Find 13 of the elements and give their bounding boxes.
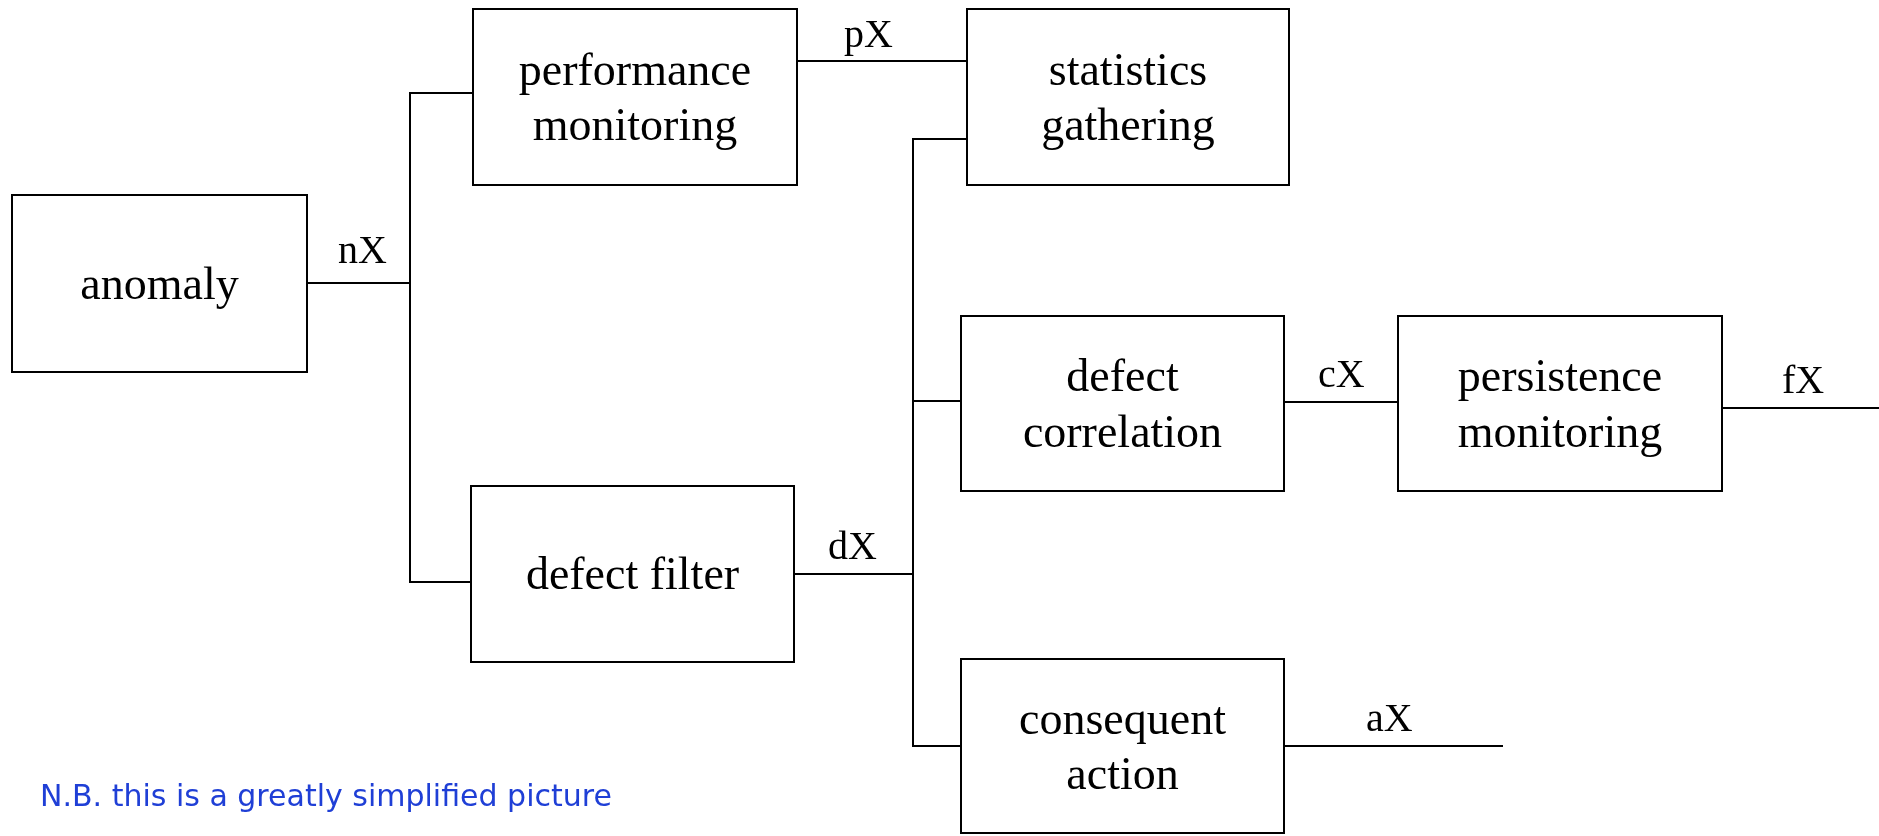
connector-line — [1284, 745, 1504, 747]
process-box: persistence monitoring — [1397, 315, 1723, 492]
connector-line — [1284, 401, 1398, 403]
process-box: performance monitoring — [472, 8, 798, 186]
note-text: N.B. this is a greatly simplified picture — [40, 778, 612, 813]
connector-line — [794, 573, 961, 747]
process-box: statistics gathering — [966, 8, 1290, 186]
connector-line — [797, 60, 967, 62]
process-box: consequent action — [960, 658, 1285, 834]
process-box: defect filter — [470, 485, 795, 663]
process-box: anomaly — [11, 194, 308, 373]
connector-line — [1722, 407, 1879, 409]
process-box: defect correlation — [960, 315, 1285, 492]
